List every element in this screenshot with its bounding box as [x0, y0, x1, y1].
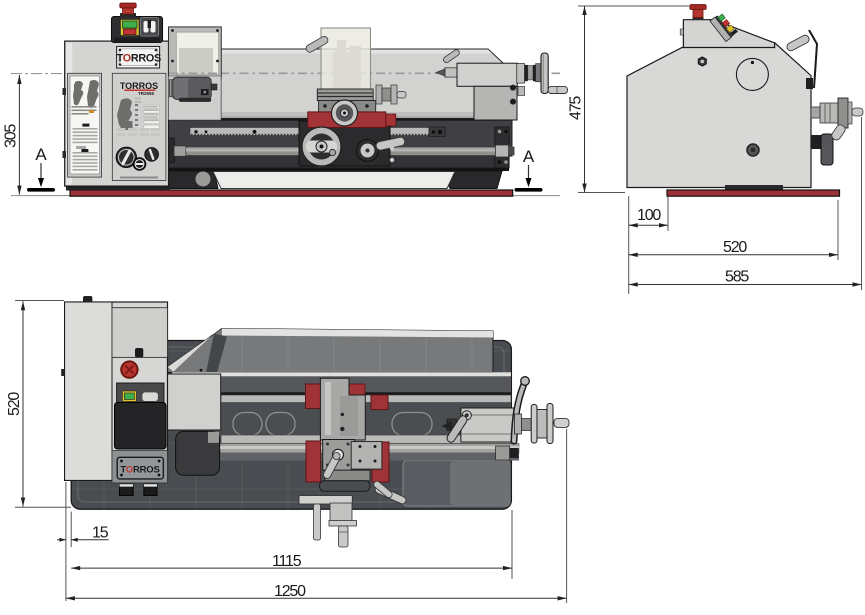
svg-text:1115: 1115	[272, 553, 302, 570]
svg-text:1250: 1250	[274, 583, 306, 600]
svg-text:A: A	[35, 145, 47, 164]
svg-text:A: A	[523, 147, 535, 166]
svg-text:100: 100	[637, 207, 661, 224]
svg-text:520: 520	[6, 392, 23, 416]
svg-text:TORROS: TORROS	[117, 53, 161, 65]
svg-text:15: 15	[92, 525, 109, 542]
svg-text:520: 520	[723, 239, 747, 256]
svg-text:TORROS: TORROS	[120, 81, 158, 91]
svg-text:TORROS: TORROS	[120, 465, 159, 476]
svg-text:TR2555: TR2555	[138, 91, 155, 96]
svg-text:585: 585	[725, 269, 749, 286]
svg-text:305: 305	[3, 124, 20, 148]
svg-text:475: 475	[568, 96, 585, 120]
